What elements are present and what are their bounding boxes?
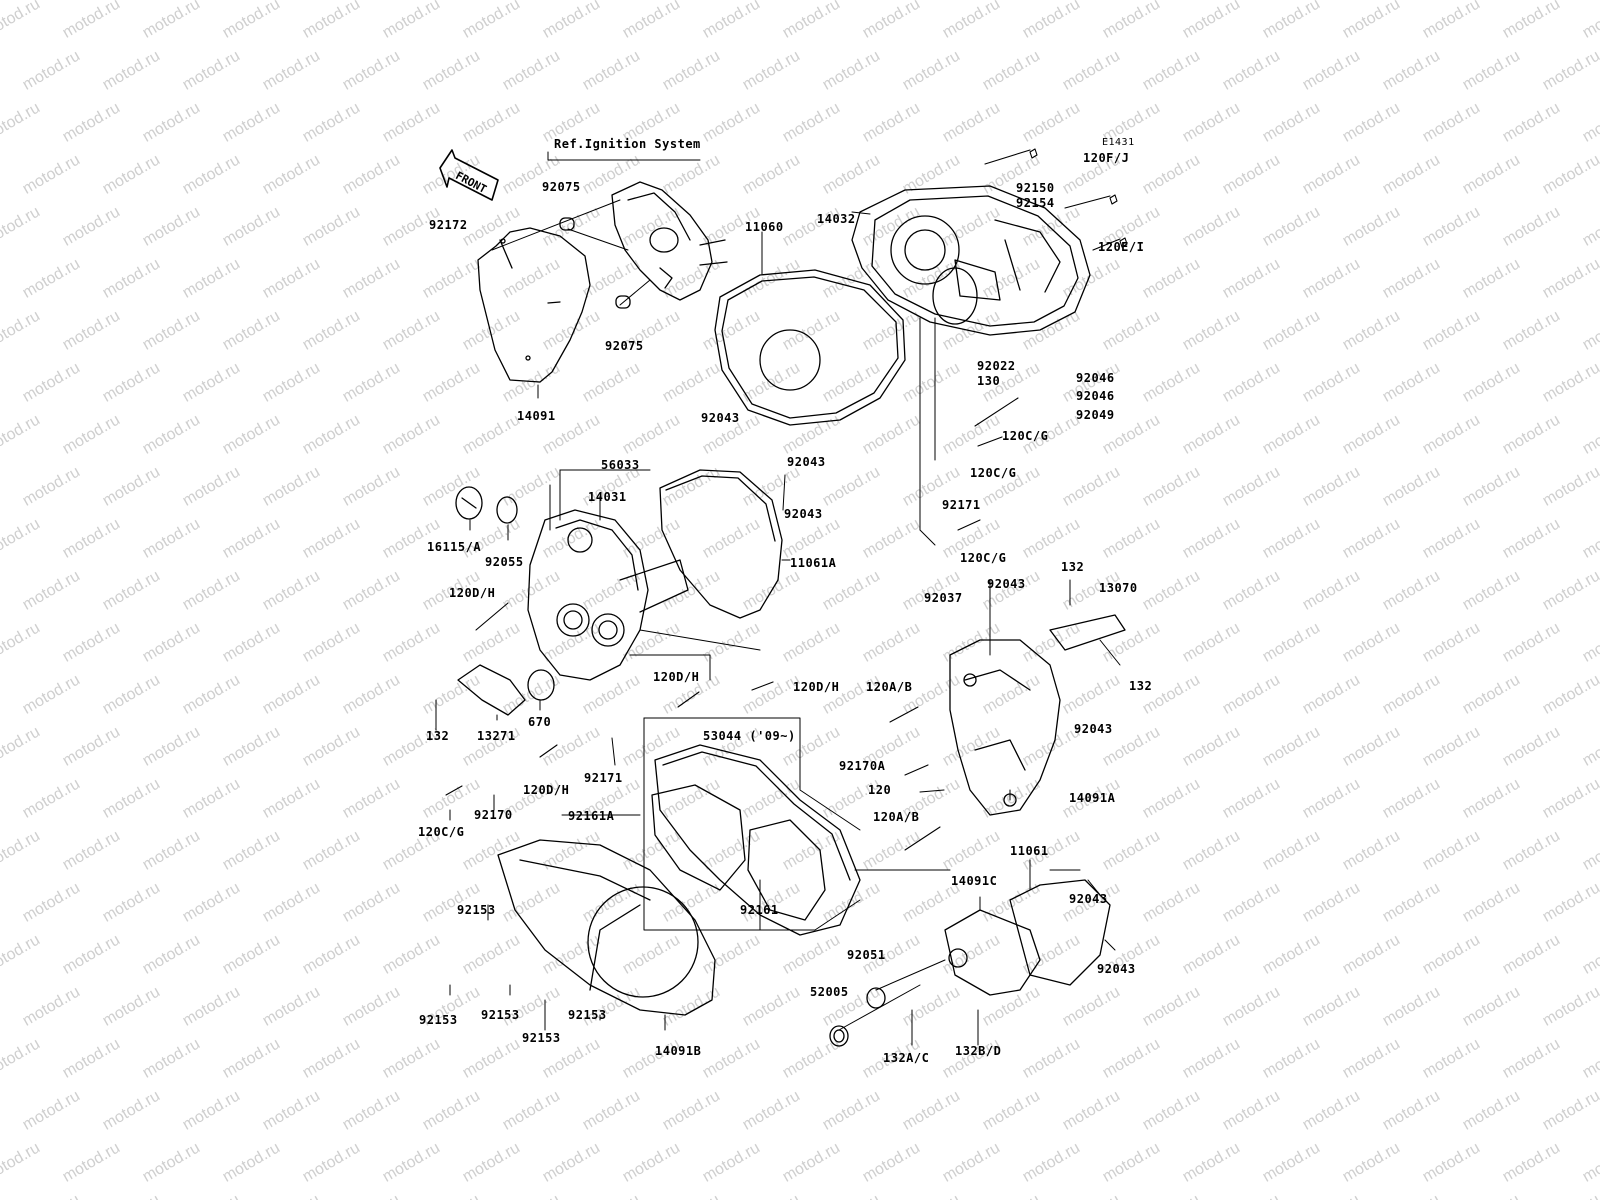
part-label: 14091B xyxy=(655,1044,702,1058)
part-label: 92170 xyxy=(474,808,513,822)
plate-13271 xyxy=(457,664,526,716)
part-label: 92046 xyxy=(1076,389,1115,403)
part-label: 120E/I xyxy=(1098,240,1145,254)
part-label: 92043 xyxy=(1074,722,1113,736)
part-label: 11061A xyxy=(790,556,837,570)
part-label: 92150 xyxy=(1016,181,1055,195)
front-arrow-icon xyxy=(439,149,499,201)
part-label: 92046 xyxy=(1076,371,1115,385)
part-label: 120D/H xyxy=(523,783,570,797)
part-label: 92153 xyxy=(568,1008,607,1022)
ignition-bracket xyxy=(559,181,728,309)
seal-92051 xyxy=(866,987,886,1009)
part-label: 92161A xyxy=(568,809,615,823)
part-label: 16115/A xyxy=(427,540,482,554)
bolts xyxy=(445,148,1128,851)
part-label: 120C/G xyxy=(418,825,465,839)
part-label: 120C/G xyxy=(960,551,1007,565)
part-label: 92171 xyxy=(584,771,623,785)
bearing-52005 xyxy=(829,1025,849,1047)
part-label: 92172 xyxy=(429,218,468,232)
cover-14091C xyxy=(944,909,1041,996)
leader-lines xyxy=(435,151,1121,1046)
gasket-53044 xyxy=(654,744,861,936)
seal-92161 xyxy=(747,819,826,921)
part-label: 120F/J xyxy=(1083,151,1130,165)
part-label: 92075 xyxy=(542,180,581,194)
part-label: 92153 xyxy=(481,1008,520,1022)
part-label: 132 xyxy=(1061,560,1085,574)
part-label: 120C/G xyxy=(970,466,1017,480)
part-label: 13271 xyxy=(477,729,516,743)
part-label: 92051 xyxy=(847,948,886,962)
cover-14031 xyxy=(527,509,689,681)
part-label: 56033 xyxy=(601,458,640,472)
part-label: 92154 xyxy=(1016,196,1055,210)
crankcase-cover-14032 xyxy=(851,185,1091,336)
cap-16115 xyxy=(455,486,483,520)
part-label: 132 xyxy=(1129,679,1153,693)
part-label: 13070 xyxy=(1099,581,1138,595)
seal-92161A xyxy=(651,784,746,891)
part-label: 132 xyxy=(426,729,450,743)
part-label: 92170A xyxy=(839,759,886,773)
part-label: 132B/D xyxy=(955,1044,1002,1058)
part-label: 92043 xyxy=(787,455,826,469)
part-label: 92043 xyxy=(1069,892,1108,906)
part-label: 120A/B xyxy=(873,810,920,824)
cover-14091 xyxy=(477,227,591,383)
part-label: 120D/H xyxy=(653,670,700,684)
reference-title: Ref.Ignition System xyxy=(554,137,701,151)
oring-670 xyxy=(527,669,555,701)
part-label: 92043 xyxy=(784,507,823,521)
part-label: 92153 xyxy=(522,1031,561,1045)
cover-13070 xyxy=(1049,614,1126,651)
part-label: 92055 xyxy=(485,555,524,569)
diagram-code: E1431 xyxy=(1102,137,1135,148)
part-label: 92043 xyxy=(701,411,740,425)
part-label: 92161 xyxy=(740,903,779,917)
part-label: 52005 xyxy=(810,985,849,999)
gasket-11060 xyxy=(714,269,906,426)
part-label: 14091A xyxy=(1069,791,1116,805)
part-label: 92171 xyxy=(942,498,981,512)
cover-14091B xyxy=(497,839,716,1016)
part-label: 14032 xyxy=(817,212,856,226)
part-label: 130 xyxy=(977,374,1001,388)
part-label: 92153 xyxy=(457,903,496,917)
part-label: 92049 xyxy=(1076,408,1115,422)
bracket-14091A xyxy=(949,639,1061,816)
part-label: 92043 xyxy=(1097,962,1136,976)
part-label: 92037 xyxy=(924,591,963,605)
oring-92055 xyxy=(496,496,518,524)
part-label: 92075 xyxy=(605,339,644,353)
part-label: 670 xyxy=(528,715,552,729)
part-label: 92153 xyxy=(419,1013,458,1027)
part-label: 14091C xyxy=(951,874,998,888)
gasket-11061 xyxy=(1009,879,1111,986)
part-label: 120D/H xyxy=(449,586,496,600)
part-label: 14031 xyxy=(588,490,627,504)
part-label: 53044 ('09~) xyxy=(703,729,796,743)
part-label: 14091 xyxy=(517,409,556,423)
gasket-11061A xyxy=(659,469,783,619)
part-label: 120A/B xyxy=(866,680,913,694)
part-label: 11061 xyxy=(1010,844,1049,858)
part-label: 132A/C xyxy=(883,1051,930,1065)
part-label: 11060 xyxy=(745,220,784,234)
part-label: 120D/H xyxy=(793,680,840,694)
part-label: 92043 xyxy=(987,577,1026,591)
part-label: 92022 xyxy=(977,359,1016,373)
part-label: 120 xyxy=(868,783,892,797)
part-label: 120C/G xyxy=(1002,429,1049,443)
